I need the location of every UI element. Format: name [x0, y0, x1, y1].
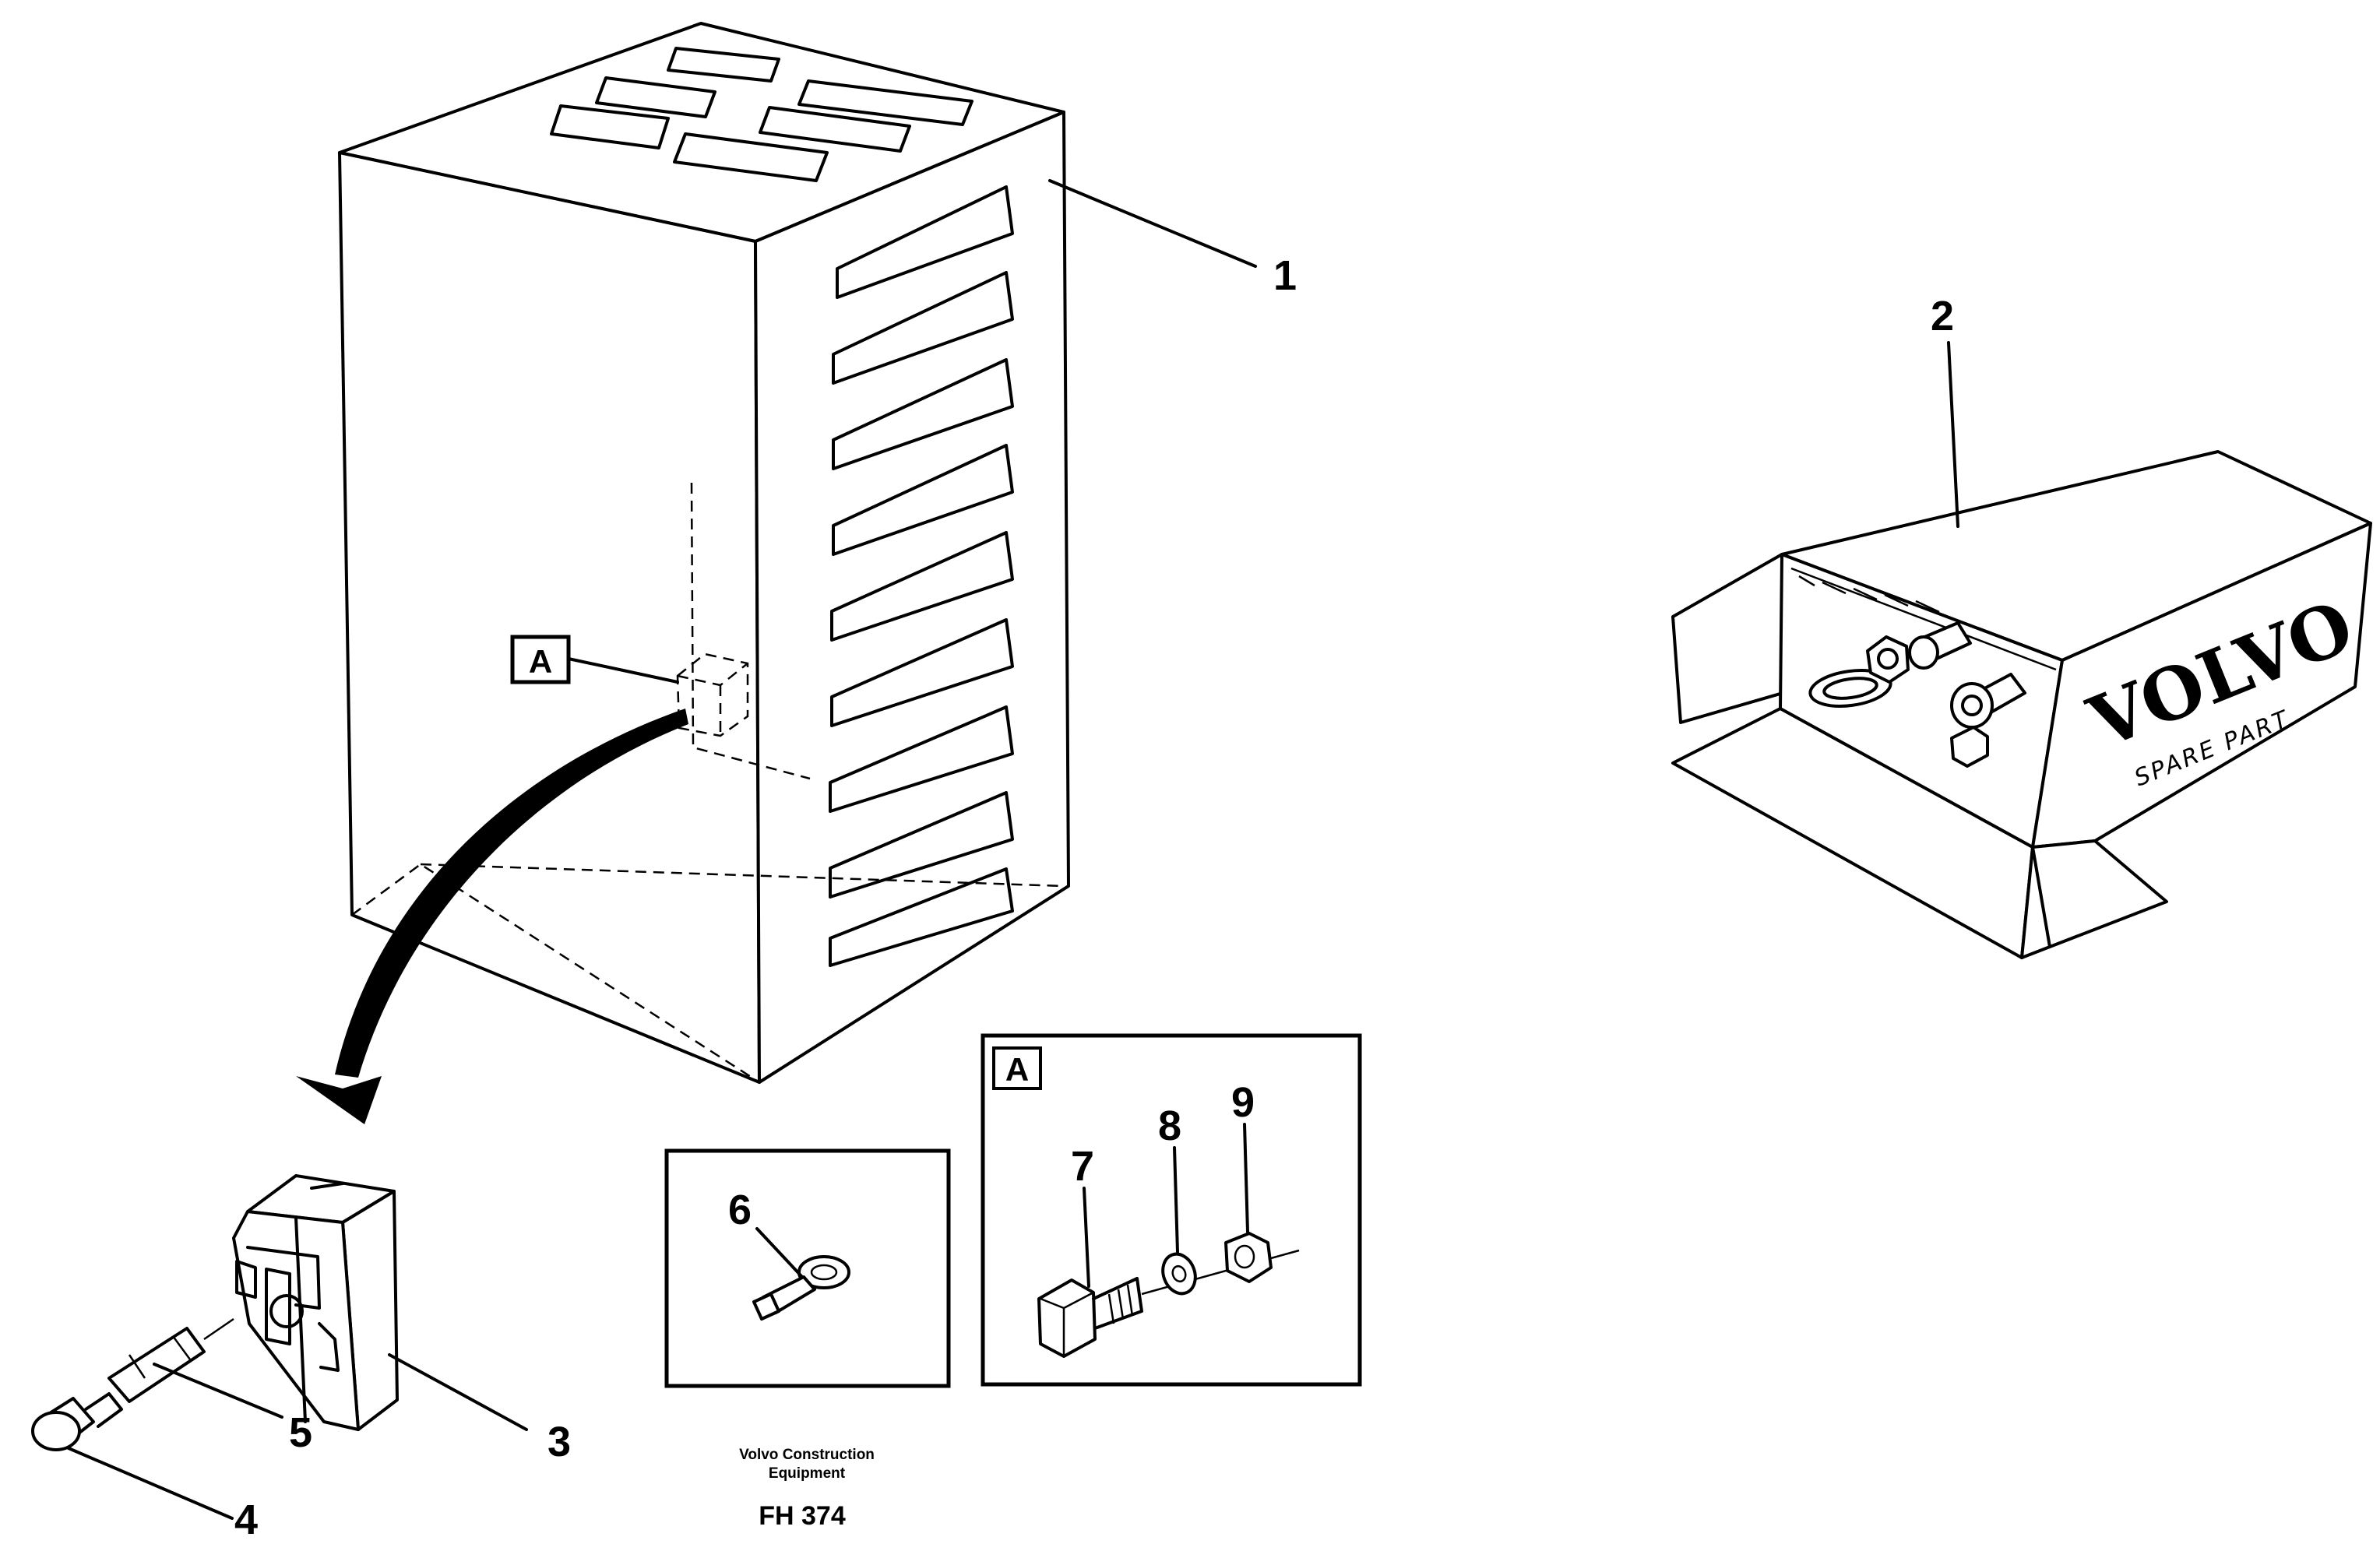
callout-1: 1 [1273, 252, 1297, 299]
callout-4: 4 [234, 1496, 258, 1543]
bolt-washer-nut-illustration [1037, 1232, 1300, 1358]
fuse-holder-illustration [31, 1174, 399, 1451]
detail-a-location [676, 652, 749, 737]
callout-6: 6 [728, 1187, 752, 1233]
spare-part-box-illustration [1671, 450, 2372, 959]
inset-detail-a-label: A [1005, 1051, 1029, 1088]
detail-a-marker-label: A [529, 643, 552, 680]
callout-5: 5 [289, 1409, 312, 1456]
detail-arrow [296, 709, 688, 1124]
detail-a-marker: A [510, 635, 679, 684]
footer-drawing-code: FH 374 [759, 1501, 846, 1531]
footer-company-line2: Equipment [769, 1465, 846, 1482]
footer-company-line1: Volvo Construction [739, 1447, 875, 1463]
side-louvres [829, 185, 1014, 967]
callout-3: 3 [547, 1419, 571, 1465]
cabinet-illustration [338, 22, 1070, 1084]
callout-2: 2 [1931, 293, 1954, 339]
callout-8: 8 [1158, 1103, 1181, 1149]
callout-7: 7 [1071, 1143, 1094, 1190]
top-vents [550, 47, 973, 182]
callout-9: 9 [1231, 1079, 1255, 1126]
cable-lug-illustration [752, 1255, 850, 1321]
